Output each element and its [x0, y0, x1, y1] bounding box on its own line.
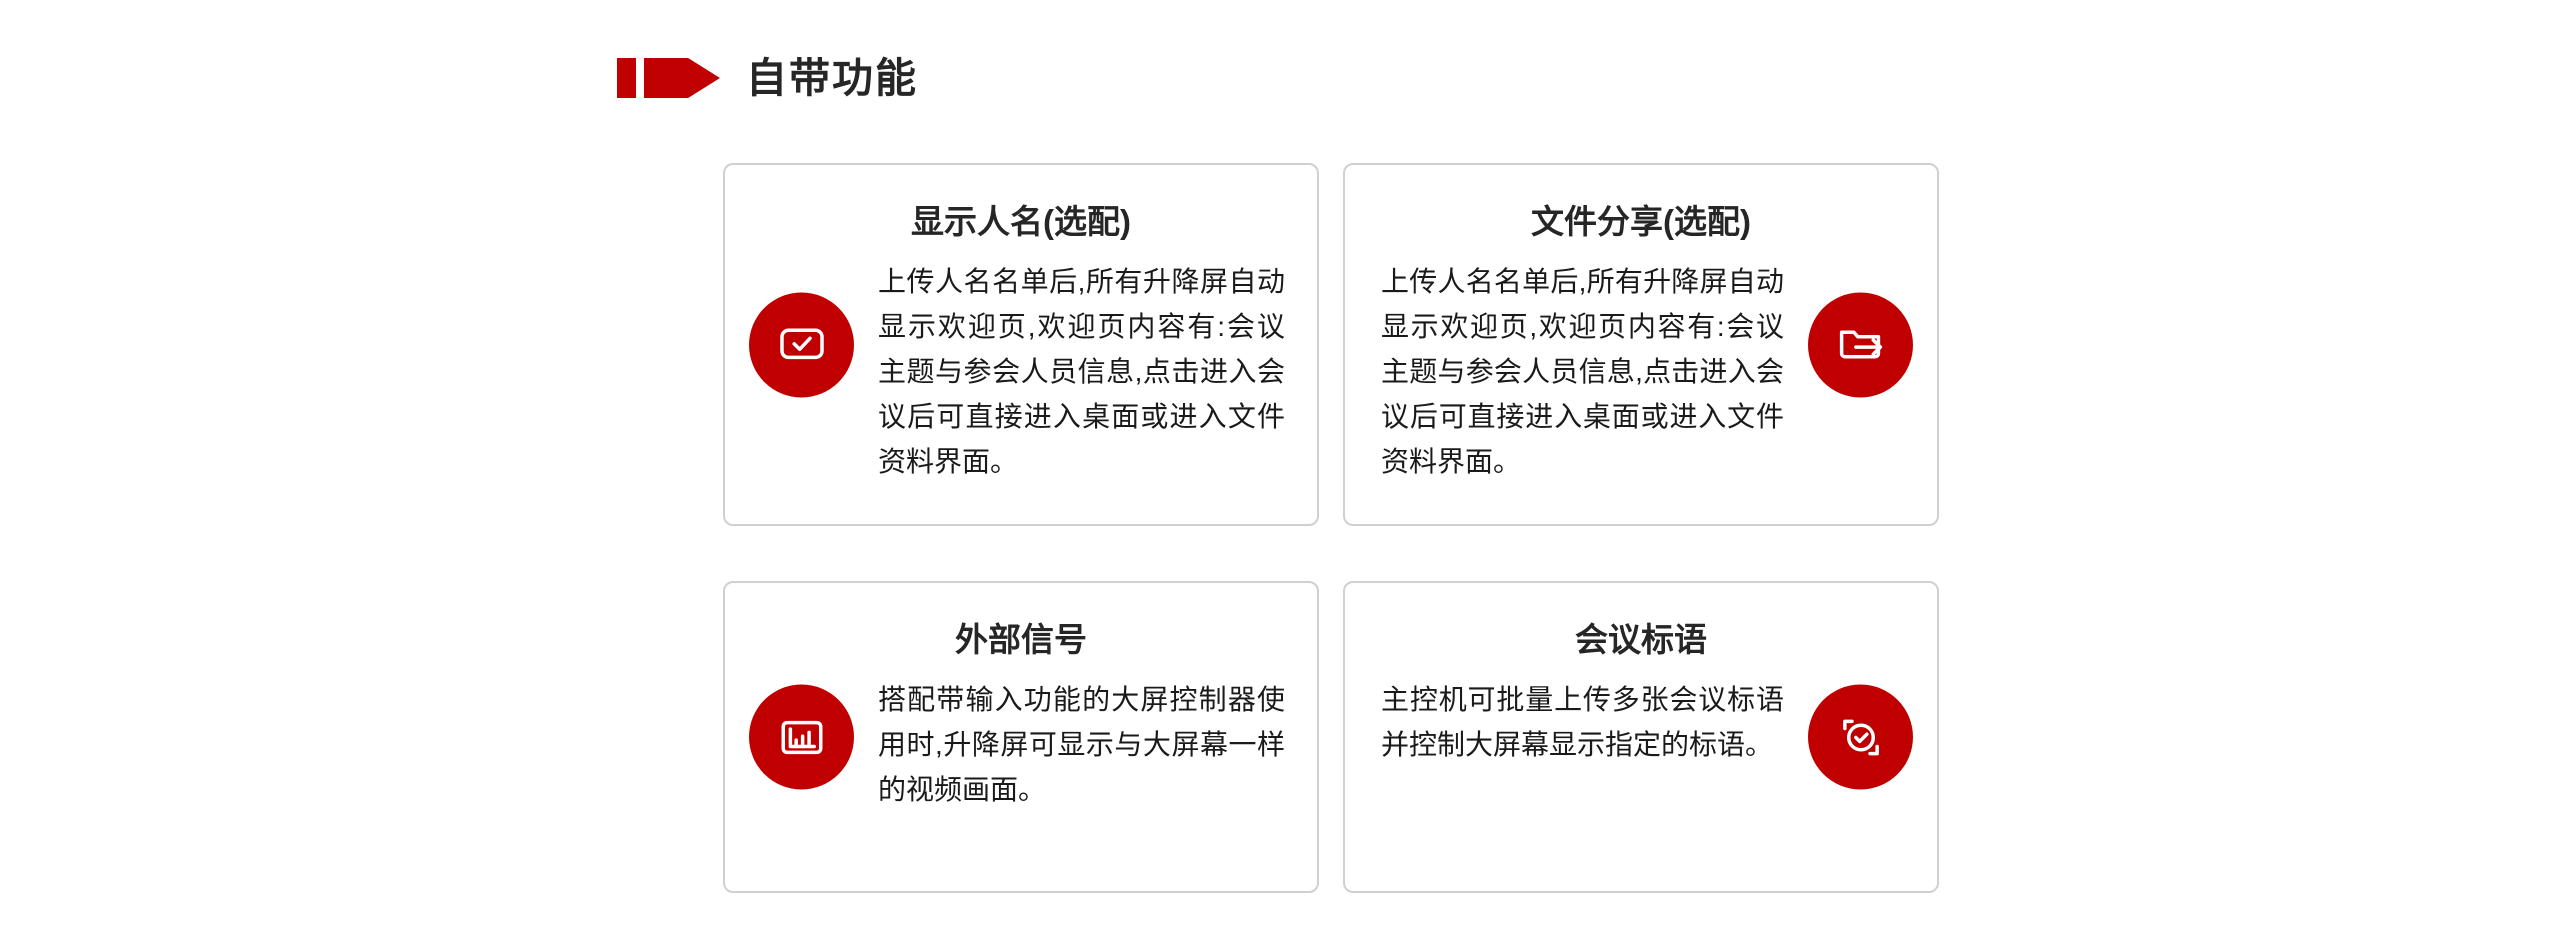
feature-card-display-names: 显示人名(选配) 上传人名名单后,所有升降屏自动显示欢迎页,欢迎页内容有:会议主…	[723, 163, 1319, 526]
bar-chart-screen-icon	[749, 684, 854, 790]
card-text: 搭配带输入功能的大屏控制器使用时,升降屏可显示与大屏幕一样的视频画面。	[878, 684, 1285, 805]
certificate-check-icon	[1808, 684, 1913, 790]
flag-arrow-shape	[644, 58, 720, 98]
card-title: 显示人名(选配)	[911, 203, 1131, 240]
folder-share-icon	[1808, 292, 1913, 397]
section-header: 自带功能	[617, 55, 918, 101]
red-arrow-flag-icon	[617, 57, 720, 99]
feature-card-file-sharing: 文件分享(选配) 上传人名名单后,所有升降屏自动显示欢迎页,欢迎页内容有:会议主…	[1343, 163, 1939, 526]
page-title: 自带功能	[746, 55, 918, 101]
card-title: 会议标语	[1575, 621, 1707, 658]
card-text: 上传人名名单后,所有升降屏自动显示欢迎页,欢迎页内容有:会议主题与参会人员信息,…	[1381, 266, 1784, 477]
feature-grid: 显示人名(选配) 上传人名名单后,所有升降屏自动显示欢迎页,欢迎页内容有:会议主…	[723, 163, 1939, 893]
flag-bar-shape	[617, 58, 636, 98]
screen-check-icon	[749, 292, 854, 397]
card-title: 文件分享(选配)	[1531, 203, 1751, 240]
feature-card-external-signal: 外部信号 搭配带输入功能的大屏控制器使用时,升降屏可显示与大屏幕一样的视频画面。	[723, 581, 1319, 893]
card-text: 主控机可批量上传多张会议标语并控制大屏幕显示指定的标语。	[1381, 684, 1784, 760]
feature-card-meeting-slogan: 会议标语 主控机可批量上传多张会议标语并控制大屏幕显示指定的标语。	[1343, 581, 1939, 893]
card-text: 上传人名名单后,所有升降屏自动显示欢迎页,欢迎页内容有:会议主题与参会人员信息,…	[878, 266, 1285, 477]
card-title: 外部信号	[955, 621, 1087, 658]
